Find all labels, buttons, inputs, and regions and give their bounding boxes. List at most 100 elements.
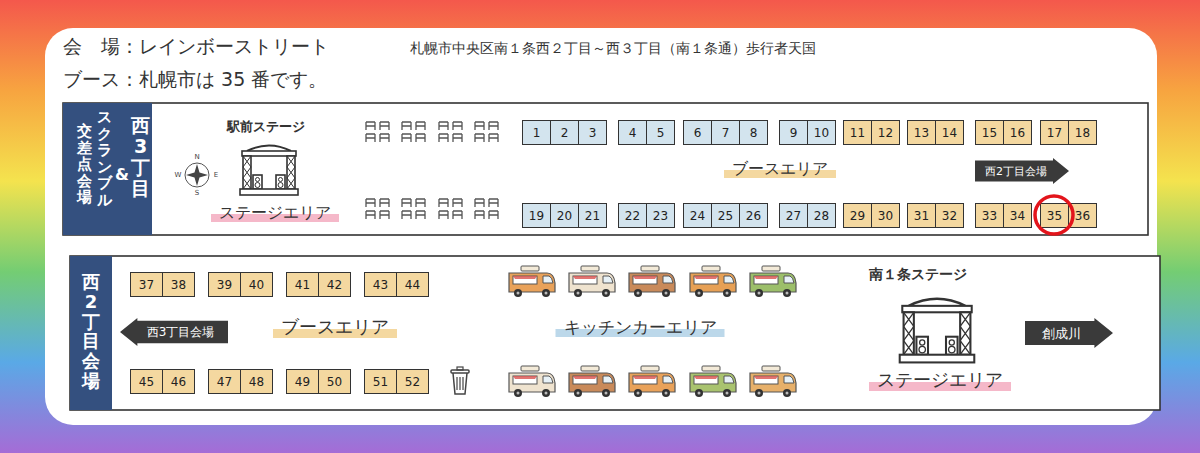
booth-box: 25	[711, 203, 740, 228]
booth-number: 30	[878, 210, 893, 222]
booth-box: 51	[364, 369, 397, 394]
booth-box: 27	[779, 203, 808, 228]
stage-name: 駅前ステージ	[227, 119, 305, 135]
booth-box: 44	[396, 272, 429, 297]
booth-number: 47	[217, 376, 232, 388]
booth-number: 36	[1075, 210, 1090, 222]
area-label: ブースエリア	[724, 159, 836, 178]
booth-box: 13	[907, 120, 936, 145]
arrow-shape	[120, 318, 228, 346]
kitchen-car-icon	[569, 266, 615, 297]
header-text: ブース：札幌市は 35 番です。	[63, 68, 327, 91]
booth-number: 10	[814, 127, 829, 139]
venue-band: 西2丁目会場	[70, 256, 112, 410]
highlight-circle	[1035, 196, 1073, 234]
trash-can-icon	[451, 367, 469, 394]
compass-rose	[185, 163, 209, 187]
booth-number: 4	[629, 127, 637, 139]
kitchen-car-icon	[569, 366, 615, 397]
booth-box: 36	[1068, 203, 1097, 228]
booth-box: 2	[550, 120, 579, 145]
kitchen-car-icon	[629, 266, 675, 297]
booth-number: 46	[171, 376, 186, 388]
booth-number: 15	[982, 127, 997, 139]
booth-number: 45	[139, 376, 154, 388]
booth-box: 10	[807, 120, 836, 145]
booth-box: 28	[807, 203, 836, 228]
booth-number: 41	[295, 279, 310, 291]
chair-icon	[366, 122, 389, 130]
chair-icon	[475, 199, 498, 207]
kitchen-car-icon	[750, 366, 796, 397]
booth-box: 16	[1003, 120, 1032, 145]
kitchen-car-icon	[690, 266, 736, 297]
booth-box: 35	[1040, 203, 1069, 228]
header-text: 会 場：レインボーストリート	[63, 35, 329, 58]
booth-box: 11	[843, 120, 872, 145]
booth-number: 42	[327, 279, 342, 291]
arrow-label: 創成川	[1042, 327, 1081, 340]
booth-box: 52	[396, 369, 429, 394]
kitchen-car-icon	[629, 366, 675, 397]
chair-icon	[475, 122, 498, 130]
booth-number: 18	[1075, 127, 1090, 139]
area-label: ステージエリア	[869, 369, 1011, 391]
booth-number: 11	[850, 127, 865, 139]
booth-number: 19	[529, 210, 544, 222]
booth-box: 1	[522, 120, 551, 145]
booth-box: 30	[871, 203, 900, 228]
booth-number: 14	[942, 127, 957, 139]
booth-box: 33	[975, 203, 1004, 228]
arrow-shape	[975, 158, 1069, 184]
booth-number: 13	[914, 127, 929, 139]
booth-number: 28	[814, 210, 829, 222]
booth-number: 52	[405, 376, 420, 388]
booth-box: 32	[935, 203, 964, 228]
venue-band: 西3丁目&スクランブル交差点会場	[63, 103, 152, 235]
direction-arrow: 創成川	[1025, 318, 1113, 348]
booth-number: 37	[139, 279, 154, 291]
booth-box: 14	[935, 120, 964, 145]
arrow-label: 西2丁目会場	[985, 166, 1047, 177]
booth-box: 47	[208, 369, 241, 394]
booth-number: 24	[690, 210, 705, 222]
stage-name: 南１条ステージ	[869, 266, 967, 283]
booth-box: 4	[618, 120, 647, 145]
west2-panel	[70, 256, 1160, 410]
booth-box: 23	[646, 203, 675, 228]
booth-box: 24	[683, 203, 712, 228]
booth-number: 16	[1010, 127, 1025, 139]
direction-arrow: 西3丁目会場	[120, 318, 228, 346]
chair-icon	[402, 211, 425, 219]
booth-box: 7	[711, 120, 740, 145]
booth-box: 48	[240, 369, 273, 394]
booth-box: 19	[522, 203, 551, 228]
area-label: キッチンカーエリア	[556, 317, 725, 337]
booth-number: 6	[694, 127, 702, 139]
kitchen-car-icon	[690, 366, 736, 397]
booth-number: 21	[585, 210, 600, 222]
booth-number: 50	[327, 376, 342, 388]
chair-icon	[366, 211, 389, 219]
booth-number: 26	[746, 210, 761, 222]
booth-number: 33	[982, 210, 997, 222]
booth-box: 8	[739, 120, 768, 145]
compass-letter: S	[195, 190, 199, 197]
stage-icon	[900, 299, 975, 363]
booth-number: 39	[217, 279, 232, 291]
venue-name: 交差点会場	[77, 123, 92, 206]
booth-number: 1	[533, 127, 541, 139]
chair-icon	[475, 134, 498, 142]
booth-box: 20	[550, 203, 579, 228]
booth-number: 2	[561, 127, 569, 139]
booth-number: 3	[589, 127, 597, 139]
kitchen-car-icon	[509, 366, 555, 397]
compass-letter: E	[214, 172, 218, 179]
booth-box: 41	[286, 272, 319, 297]
booth-number: 34	[1010, 210, 1025, 222]
booth-number: 17	[1047, 127, 1062, 139]
area-label: ステージエリア	[211, 203, 339, 222]
booth-box: 31	[907, 203, 936, 228]
